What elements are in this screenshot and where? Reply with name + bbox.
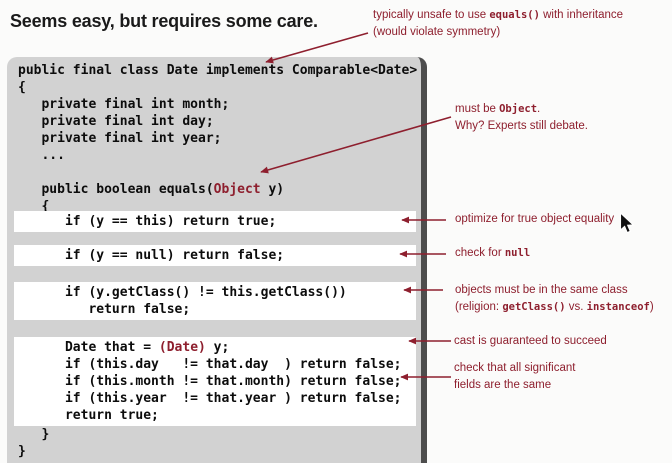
code-block: public final class Date implements Compa… xyxy=(7,57,427,463)
ann-line: Why? Experts still debate. xyxy=(455,120,588,132)
code-highlight-equality: if (y == this) return true; xyxy=(14,211,416,232)
code-line: { xyxy=(18,199,50,214)
code-line: public boolean equals(Object y) xyxy=(18,182,285,197)
annotation-must-be-object: must be Object. Why? Experts still debate… xyxy=(455,101,588,135)
code-line: if (y.getClass() != this.getClass()) xyxy=(18,285,347,300)
code-line: return false; xyxy=(18,302,191,317)
ann-line: (would violate symmetry) xyxy=(373,26,501,38)
annotation-optimize: optimize for true object equality xyxy=(455,211,614,228)
mouse-cursor-icon xyxy=(619,212,635,234)
ann-line: objects must be in the same class xyxy=(455,284,628,296)
code-line: private final int day; xyxy=(18,114,214,129)
code-line: private final int month; xyxy=(18,97,230,112)
code-line: if (y == this) return true; xyxy=(18,214,277,229)
code-line xyxy=(18,164,415,181)
code-line: { xyxy=(18,80,26,95)
annotation-fields: check that all significant fields are the… xyxy=(454,360,575,394)
code-line: } xyxy=(18,444,26,459)
code-line: public final class Date implements Compa… xyxy=(18,63,418,78)
code-line: Date that = (Date) y; xyxy=(18,340,230,355)
ann-line: check that all significant xyxy=(454,362,576,374)
code-line: } xyxy=(18,427,50,442)
ann-line: cast is guaranteed to succeed xyxy=(454,335,607,347)
code-line: if (y == null) return false; xyxy=(18,248,285,263)
ann-line: typically unsafe to use equals() with in… xyxy=(373,9,624,21)
ann-line: check for null xyxy=(455,247,531,259)
annotation-cast: cast is guaranteed to succeed xyxy=(454,333,607,350)
ann-line: must be Object. xyxy=(455,103,541,115)
ann-line: (religion: getClass() vs. instanceof) xyxy=(455,301,654,313)
annotation-check-null: check for null xyxy=(455,245,530,262)
code-highlight-cast-fields: Date that = (Date) y; if (this.day != th… xyxy=(14,337,416,426)
ann-line: fields are the same xyxy=(454,379,552,391)
annotation-inheritance: typically unsafe to use equals() with in… xyxy=(373,7,623,41)
code-line: ... xyxy=(18,148,65,163)
code-line: if (this.year != that.year ) return fals… xyxy=(18,391,402,406)
ann-line: optimize for true object equality xyxy=(455,213,615,225)
page-title: Seems easy, but requires some care. xyxy=(10,11,318,31)
code-section-header: public final class Date implements Compa… xyxy=(18,62,418,215)
code-highlight-null-check: if (y == null) return false; xyxy=(14,245,416,266)
annotation-same-class: objects must be in the same class (religi… xyxy=(455,282,654,316)
code-section-closing-braces: }} xyxy=(18,426,415,460)
code-line: return true; xyxy=(18,408,159,423)
code-line: private final int year; xyxy=(18,131,222,146)
code-line: if (this.month != that.month) return fal… xyxy=(18,374,402,389)
code-line: if (this.day != that.day ) return false; xyxy=(18,357,402,372)
code-highlight-class-check: if (y.getClass() != this.getClass()) ret… xyxy=(14,282,416,320)
